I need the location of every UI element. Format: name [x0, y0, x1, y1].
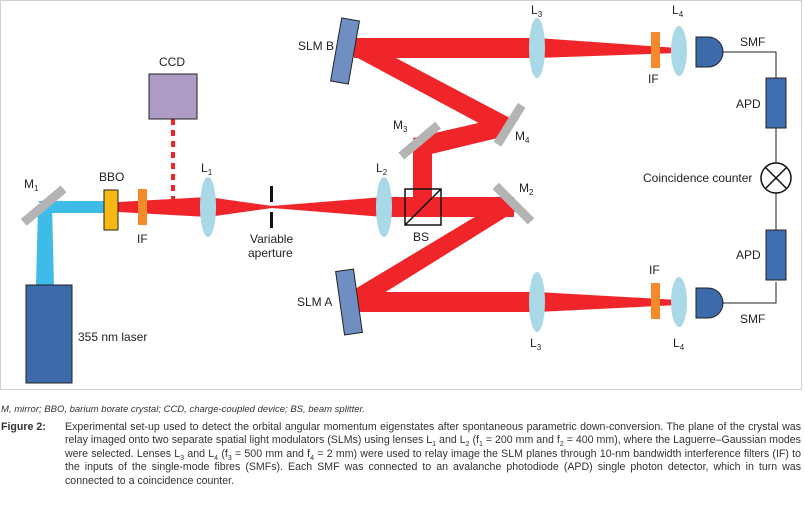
label-laser: 355 nm laser: [78, 330, 147, 344]
lens-l3-top: [529, 18, 545, 78]
label-ccd: CCD: [159, 55, 185, 69]
label-l1: L1: [201, 161, 213, 177]
label-if-main: IF: [137, 232, 148, 246]
beam-l3-to-l4-top: [537, 38, 678, 58]
beam-aperture-to-l2: [272, 197, 384, 217]
label-l3-bottom: L3: [530, 336, 542, 352]
beam-bs-to-m3: [413, 148, 432, 207]
label-coincidence-counter: Coincidence counter: [643, 171, 752, 185]
filter-if-bottom: [651, 283, 660, 319]
slm-a: [335, 268, 363, 336]
beam-splitter: [404, 188, 442, 226]
label-if-bottom: IF: [649, 263, 660, 277]
abbreviations-note: M, mirror; BBO, barium borate crystal; C…: [1, 404, 365, 415]
bbo-crystal: [103, 189, 119, 231]
lens-l3-bottom: [529, 272, 545, 332]
label-m4: M4: [515, 129, 530, 145]
label-l4-top: L4: [672, 3, 684, 19]
beam-splitter-diagonal: [404, 188, 442, 226]
label-bbo: BBO: [99, 170, 124, 184]
caption-label: Figure 2:: [1, 421, 46, 433]
lens-l1: [200, 177, 216, 237]
beams: [118, 38, 678, 312]
diagram-frame: [0, 0, 802, 390]
beam-l3-to-l4-bottom: [537, 292, 678, 312]
label-m1: M1: [24, 177, 39, 193]
lens-l2: [376, 177, 392, 237]
figure-caption: Figure 2: Experimental set-up used to de…: [1, 421, 801, 488]
beam-slm-a-to-l3: [356, 292, 537, 312]
caption-body: Experimental set-up used to detect the o…: [65, 421, 801, 487]
fibre-coupler-bottom: [695, 287, 724, 319]
beam-m2-to-slm-a: [350, 197, 522, 308]
apd-top: [765, 77, 787, 129]
slm-b: [330, 17, 360, 85]
label-m2: M2: [519, 181, 534, 197]
mirror-m3: [398, 121, 441, 160]
pump-beam-vertical: [36, 205, 54, 286]
mirror-m2: [492, 182, 535, 225]
fibre-coupler-top: [695, 36, 724, 68]
label-smf-bottom: SMF: [740, 312, 765, 326]
label-variable: Variable: [250, 232, 293, 246]
label-slm-b: SLM B: [298, 39, 334, 53]
label-slm-a: SLM A: [297, 295, 332, 309]
label-m3: M3: [393, 118, 408, 134]
aperture-bottom: [270, 212, 273, 228]
fibre-top: [722, 51, 777, 90]
apd-bottom: [765, 229, 787, 281]
filter-if-top: [651, 32, 660, 68]
fibre-bottom: [722, 282, 777, 304]
beam-m4-to-slm-b: [354, 38, 510, 135]
label-l4-bottom: L4: [673, 336, 685, 352]
lens-l4-bottom: [671, 277, 687, 327]
label-l3-top: L3: [531, 3, 543, 19]
ccd-box: [148, 73, 198, 120]
coincidence-counter-symbol: [760, 162, 792, 194]
pump-beam: [36, 201, 110, 286]
filter-if-main: [138, 189, 147, 225]
mirror-m4: [493, 102, 526, 147]
label-apd-bottom: APD: [736, 248, 761, 262]
label-l2: L2: [376, 161, 388, 177]
lens-l4-top: [671, 26, 687, 76]
aperture-top: [270, 186, 273, 202]
beam-m3-to-m4: [413, 118, 506, 157]
beam-l1-to-aperture: [208, 197, 272, 217]
label-if-top: IF: [648, 72, 659, 86]
label-apd-top: APD: [736, 97, 761, 111]
label-smf-top: SMF: [740, 35, 765, 49]
laser-box: [25, 284, 73, 384]
beam-bbo-to-l1: [118, 197, 208, 217]
beam-slm-b-to-l3: [354, 38, 537, 58]
mirror-m1: [20, 185, 67, 226]
experimental-setup-diagram: M1 BBO IF CCD L1 Variable aperture L2 BS…: [0, 0, 802, 390]
pump-beam-horizontal: [38, 201, 110, 213]
label-aperture: aperture: [248, 246, 293, 260]
label-bs: BS: [413, 230, 429, 244]
